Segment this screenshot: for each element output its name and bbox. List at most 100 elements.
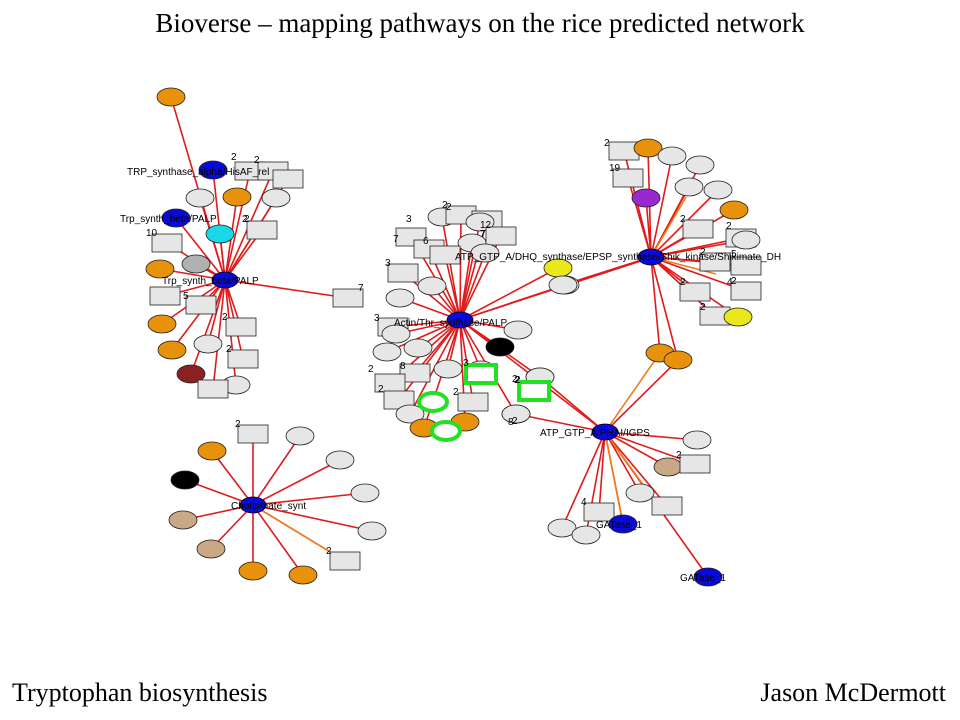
protein-box-node: [329, 551, 361, 571]
protein-node: [633, 138, 663, 158]
protein-node: [682, 430, 712, 450]
network-edge: [650, 256, 661, 354]
protein-node: [731, 230, 761, 250]
edge-count-label: 2: [244, 214, 250, 225]
edge-count-label: 2: [326, 546, 332, 557]
protein-box-node: [583, 502, 615, 522]
protein-box-node: [387, 263, 419, 283]
edge-count-label: 2: [222, 312, 228, 323]
edge-count-label: 5: [731, 249, 737, 260]
network-edge: [252, 459, 341, 506]
network-edge: [627, 177, 652, 258]
protein-node: [485, 337, 515, 357]
edge-count-label: 3: [406, 214, 412, 225]
network-edge: [604, 352, 661, 433]
protein-node: [657, 146, 687, 166]
protein-node: [403, 338, 433, 358]
protein-node: [395, 404, 425, 424]
protein-box-node: [197, 379, 229, 399]
hub-label: Chorismate_synt: [231, 501, 306, 512]
edge-count-label: 10: [146, 228, 158, 239]
hub-node: [211, 271, 239, 289]
network-edge: [459, 252, 486, 321]
network-edge: [459, 242, 473, 321]
protein-box-node: [185, 295, 217, 315]
network-edge: [604, 431, 698, 441]
hub-node: [239, 496, 267, 514]
edge-count-label: 2: [700, 302, 706, 313]
protein-node: [685, 155, 715, 175]
protein-node: [145, 259, 175, 279]
edge-count-label: 2: [726, 221, 732, 232]
protein-node: [571, 525, 601, 545]
protein-box-node: [730, 256, 762, 276]
protein-box-node: [151, 233, 183, 253]
edge-count-label: 12: [480, 220, 492, 231]
network-edge: [650, 196, 687, 258]
edge-count-label: 2: [235, 419, 241, 430]
protein-box-node: [227, 349, 259, 369]
network-edge: [459, 214, 462, 321]
edge-count-label: 2: [604, 138, 610, 149]
network-edge: [459, 319, 474, 403]
hub-label: ATP_GTP_A/PRAI/IGPS: [540, 428, 650, 439]
protein-node: [430, 420, 462, 442]
network-edge: [211, 450, 254, 506]
protein-node: [285, 426, 315, 446]
edge-count-label: 2: [676, 450, 682, 461]
protein-box-node: [225, 317, 257, 337]
nodes: [145, 87, 762, 587]
protein-node: [357, 521, 387, 541]
network-edge: [252, 504, 304, 576]
protein-node: [703, 180, 733, 200]
protein-node: [170, 470, 200, 490]
edge-count-label: 4: [727, 277, 733, 288]
protein-node: [674, 177, 704, 197]
network-edge: [398, 319, 461, 401]
protein-node: [205, 224, 235, 244]
protein-node: [501, 404, 531, 424]
protein-node: [168, 510, 198, 530]
edge-count-label: 7: [393, 234, 399, 245]
edge-count-label: 2: [512, 374, 518, 385]
edge-count-label: 2: [731, 276, 737, 287]
protein-box-node: [517, 380, 551, 402]
edge-count-label: 19: [609, 163, 621, 174]
protein-box-node: [237, 424, 269, 444]
protein-node: [381, 324, 411, 344]
protein-node: [193, 334, 223, 354]
hub-node: [637, 248, 665, 266]
edge-count-label: 2: [231, 152, 237, 163]
protein-node: [198, 160, 228, 180]
edge-count-label: 2: [242, 214, 248, 225]
protein-node: [197, 441, 227, 461]
network-edge: [604, 359, 679, 433]
network-edge: [441, 216, 461, 321]
hub-node: [446, 311, 474, 329]
network-edge: [604, 431, 624, 525]
protein-node: [719, 200, 749, 220]
hub-label: TRP_synthase_alpha/HisAF_rel: [127, 167, 269, 178]
edge-count-label: 2: [254, 155, 260, 166]
network-edge: [252, 435, 301, 506]
protein-node: [156, 87, 186, 107]
network-edge: [645, 197, 652, 258]
protein-box-node: [399, 363, 431, 383]
edge-count-label: 7: [358, 283, 364, 294]
protein-box-node: [149, 286, 181, 306]
protein-box-node: [730, 281, 762, 301]
network-edge: [598, 431, 606, 513]
edge-count-label: 2: [680, 214, 686, 225]
edge-count-label: 8: [508, 417, 514, 428]
network-edge: [171, 279, 226, 351]
network-edge: [561, 431, 606, 529]
edge-count-label: 7: [480, 229, 486, 240]
network-edge: [252, 492, 366, 506]
network-edge: [604, 431, 668, 507]
edge-count-label: 3: [374, 313, 380, 324]
protein-node: [631, 188, 661, 208]
edge-count-label: 8: [400, 361, 406, 372]
protein-node: [261, 188, 291, 208]
edge-count-label: 2: [378, 384, 384, 395]
